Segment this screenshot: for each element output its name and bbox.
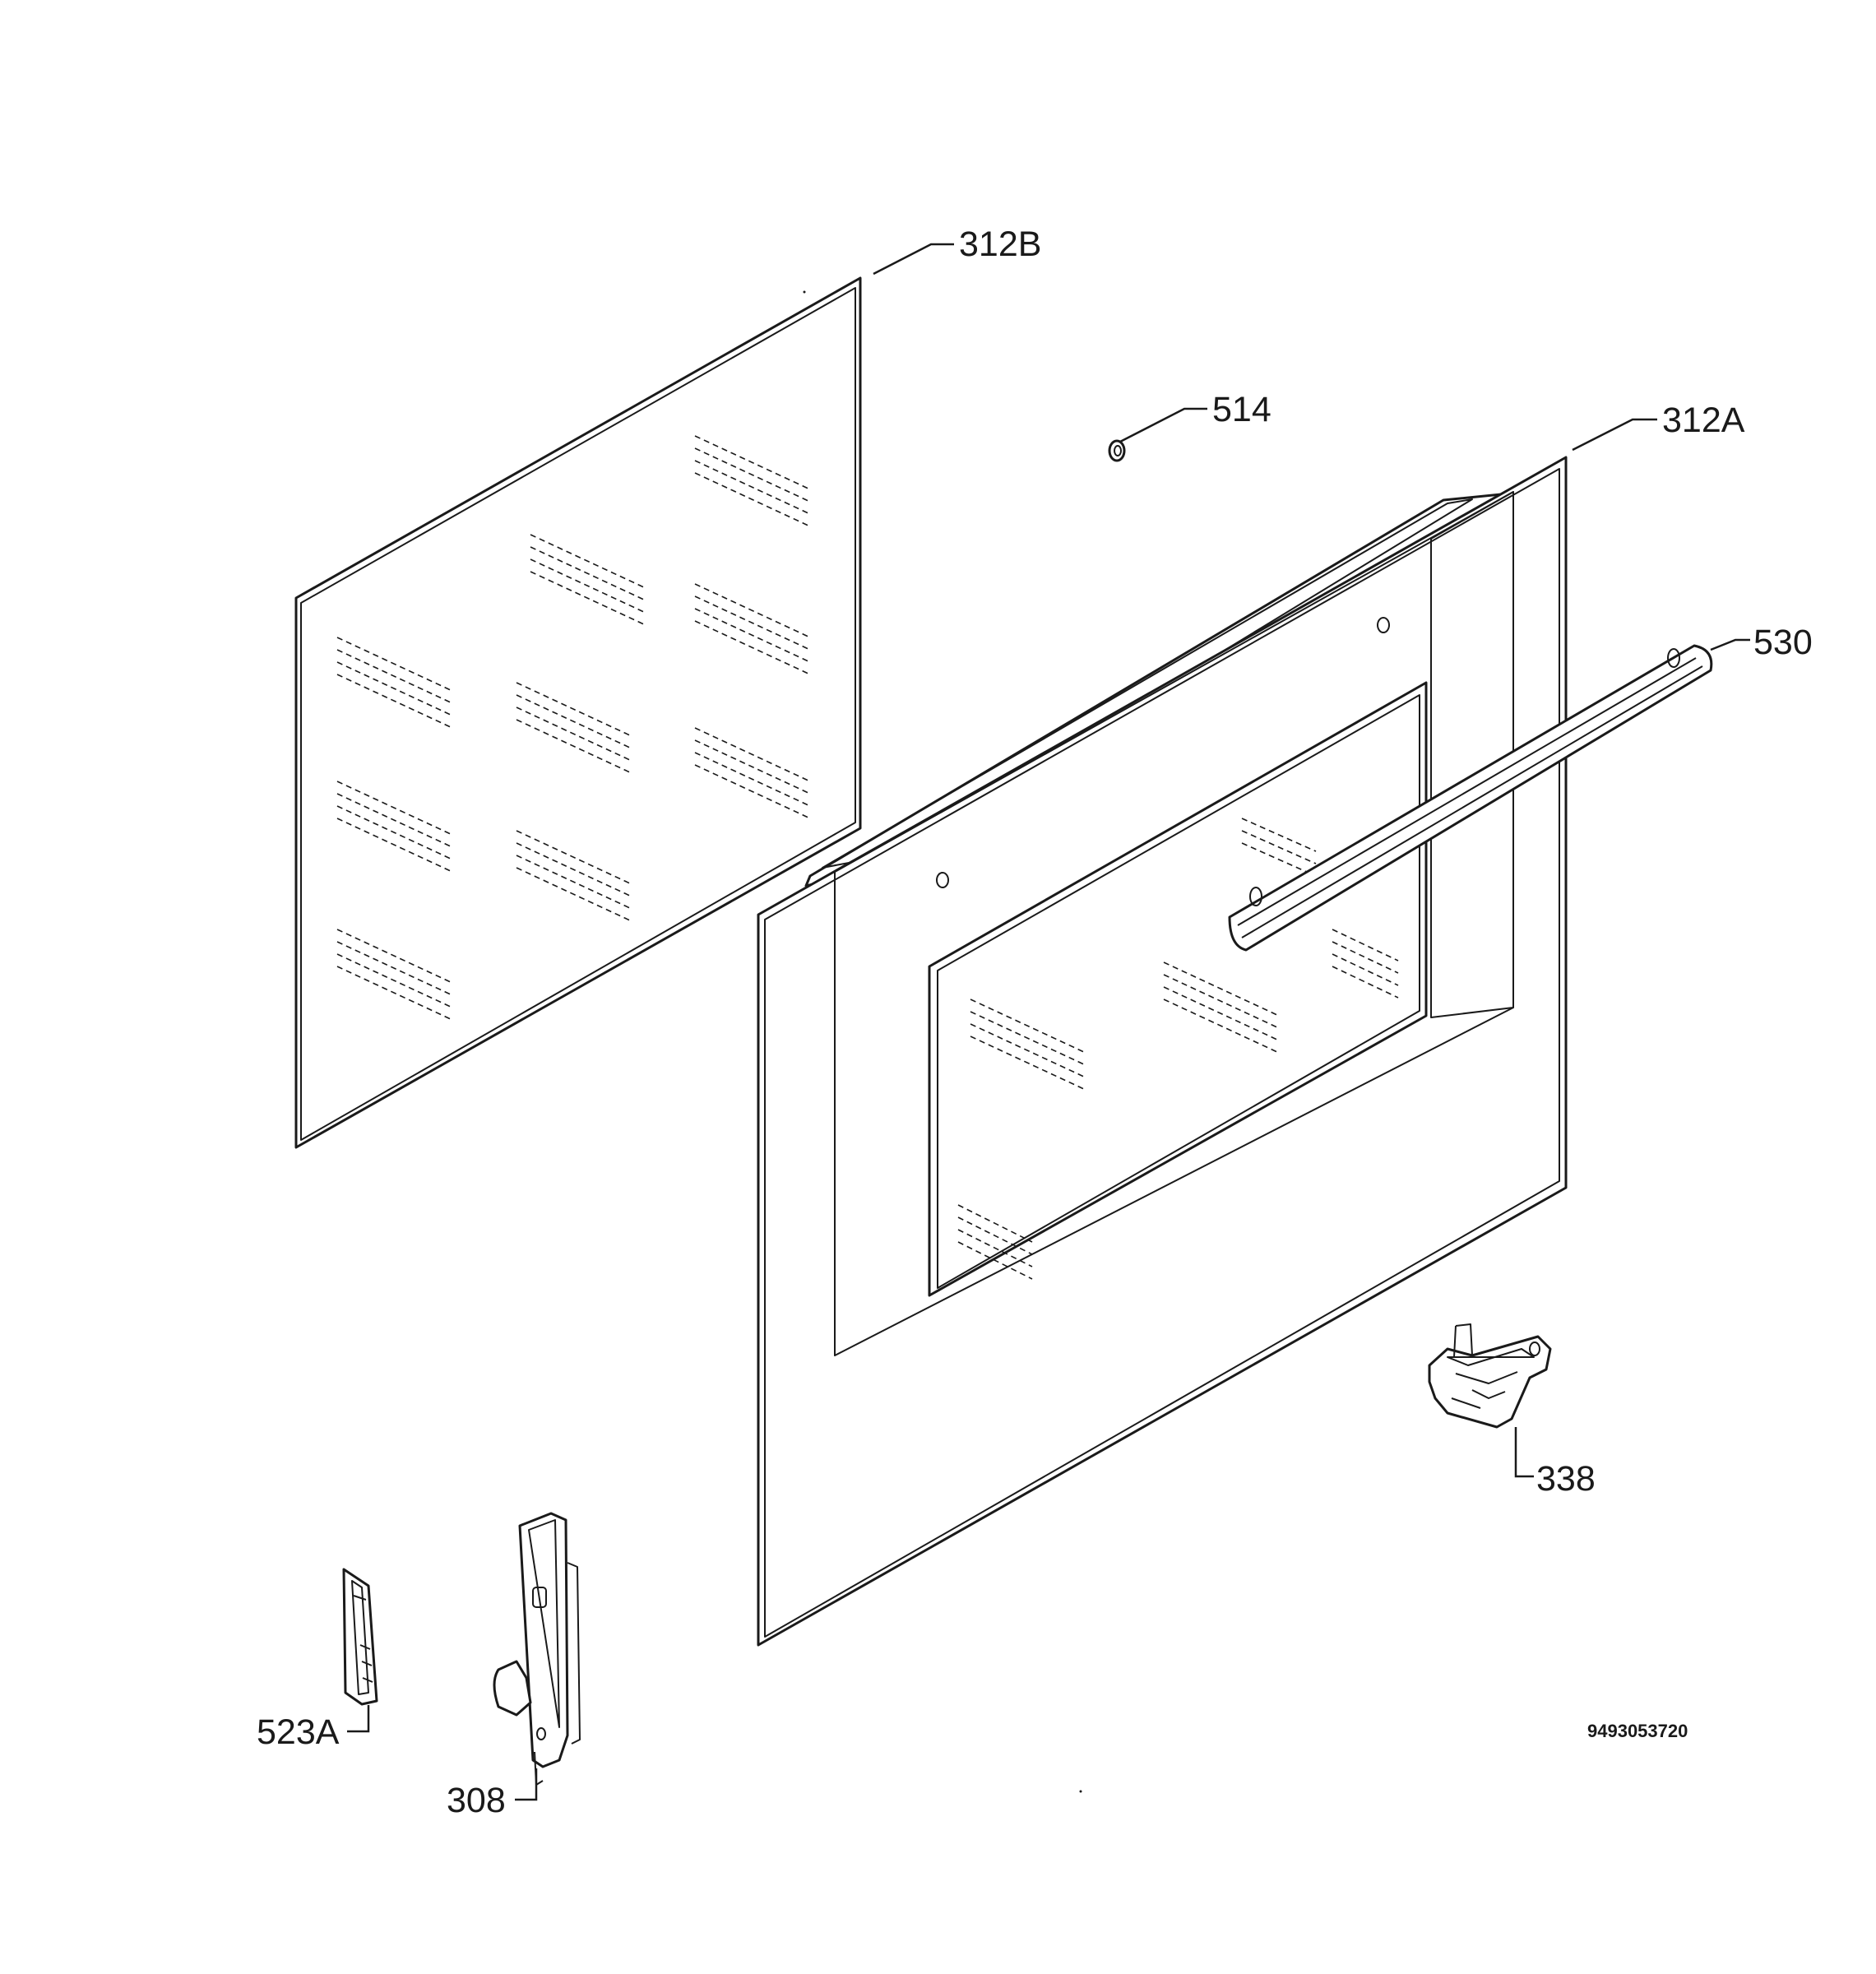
part-514-screw bbox=[1108, 439, 1126, 462]
document-code: 9493053720 bbox=[1587, 1721, 1688, 1741]
part-labels: 312B 514 312A 530 338 523A 308 bbox=[257, 225, 1813, 1820]
part-308-hinge bbox=[493, 1512, 581, 1786]
label-523a: 523A bbox=[257, 1712, 340, 1752]
part-312a-outer-glass bbox=[757, 456, 1568, 1647]
part-312b-inner-glass bbox=[294, 276, 862, 1149]
label-338: 338 bbox=[1536, 1459, 1596, 1499]
label-530: 530 bbox=[1753, 623, 1813, 662]
stray-dot bbox=[1079, 1790, 1082, 1793]
label-308: 308 bbox=[447, 1781, 506, 1820]
window-hatch-pattern bbox=[957, 818, 1399, 1280]
part-523a-hinge-receiver bbox=[342, 1568, 378, 1706]
part-530-handle bbox=[1228, 644, 1713, 952]
label-312b: 312B bbox=[959, 225, 1041, 264]
glass-hatch-pattern bbox=[336, 435, 811, 1021]
label-514: 514 bbox=[1212, 390, 1272, 429]
part-338-clip bbox=[1428, 1323, 1552, 1429]
label-312a: 312A bbox=[1662, 401, 1745, 440]
stray-dot bbox=[803, 290, 806, 294]
leader-lines bbox=[347, 243, 1750, 1801]
